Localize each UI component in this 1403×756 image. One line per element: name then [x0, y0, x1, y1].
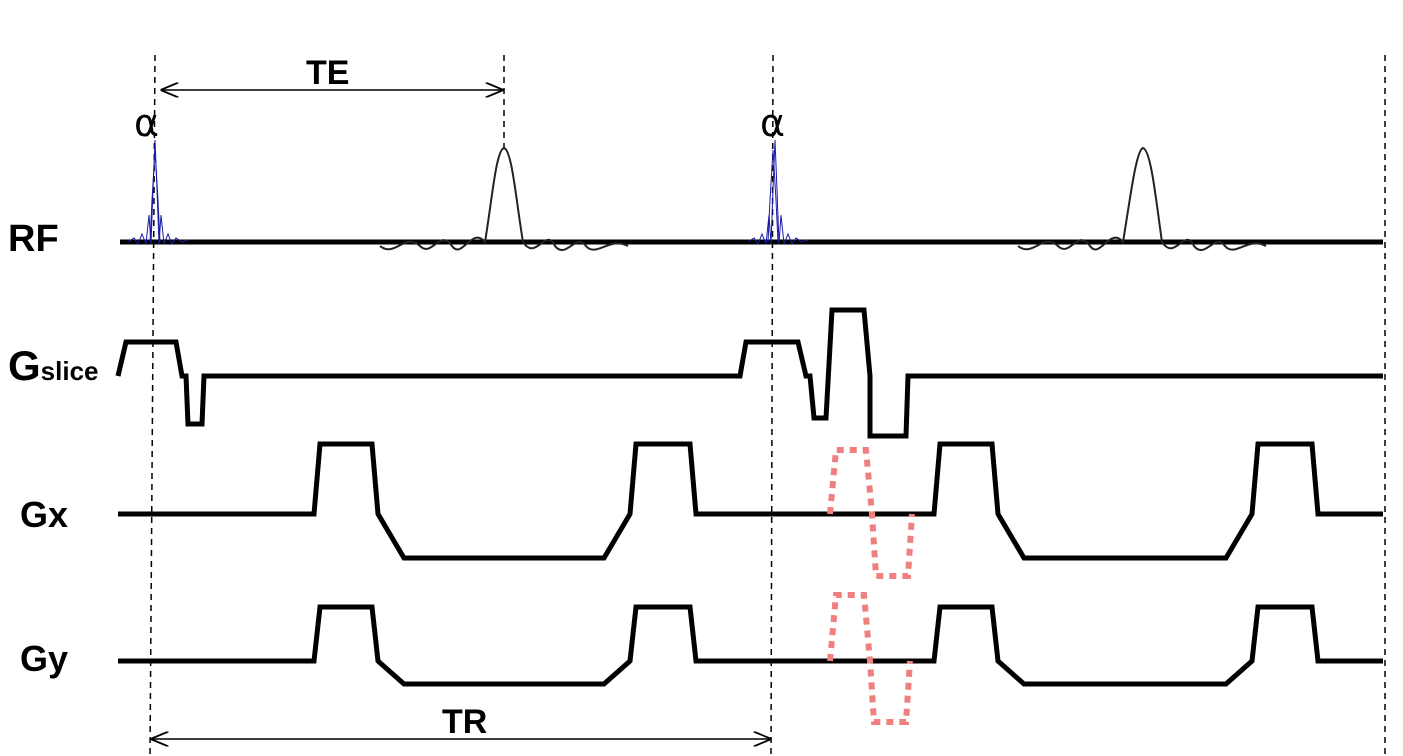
gslice-label-main: G: [8, 342, 41, 389]
gslice-waveform: [115, 307, 1383, 439]
alpha-label-1: α: [134, 101, 160, 145]
gslice-row-label: Gslice: [8, 342, 99, 390]
time-markers: [149, 54, 1386, 756]
gy-dotted-gradient: [827, 592, 913, 725]
echo-signal-2: [1017, 146, 1267, 252]
marker-first-alpha: [149, 54, 156, 756]
rf-row-label: RF: [8, 218, 59, 260]
rf-pulse-1: [127, 139, 189, 246]
gx-row-label: Gx: [20, 494, 69, 535]
rf-pulse-2: [747, 139, 809, 246]
gx-waveform: [118, 441, 1383, 561]
marker-second-alpha: [770, 54, 774, 756]
tr-label: TR: [442, 703, 488, 741]
gx-dotted-gradient: [827, 447, 915, 579]
alpha-label-2: α: [760, 101, 786, 145]
gslice-label-sub: slice: [40, 356, 99, 386]
gy-row-label: Gy: [20, 638, 69, 679]
gy-waveform: [118, 604, 1383, 687]
echo-signal-1: [379, 146, 629, 252]
te-label: TE: [306, 54, 350, 92]
